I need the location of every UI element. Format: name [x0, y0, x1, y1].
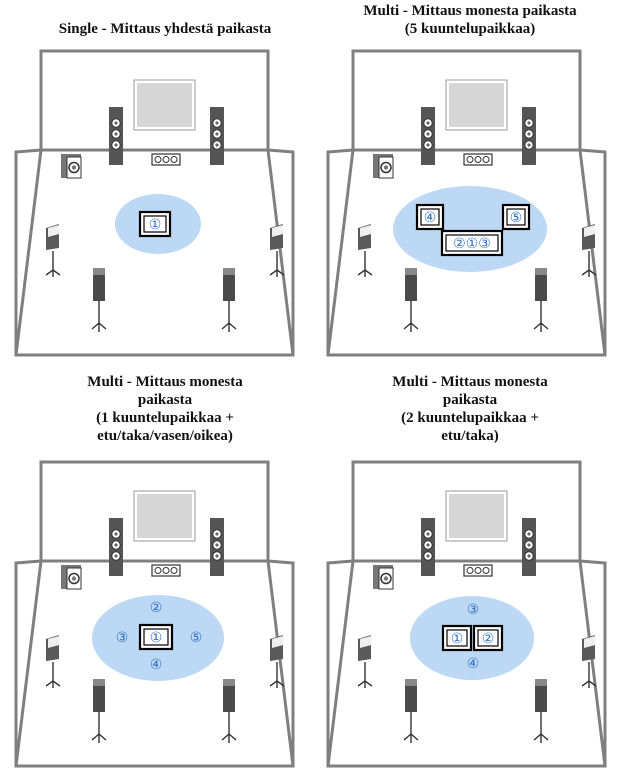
measurement-position-marker: ⑤ — [190, 630, 203, 646]
listening-position-chair: ④ — [415, 203, 445, 231]
floor-edge-left — [14, 560, 43, 767]
room-diagram-multi-5: ④ ⑤ ②①③ — [326, 47, 608, 357]
caption-multi-5: Multi - Mittaus monesta paikasta (5 kuun… — [320, 2, 620, 38]
position-number: ④ — [424, 210, 437, 226]
surround-back-speaker-icon — [221, 679, 237, 743]
position-number: ① — [150, 630, 163, 646]
measurement-position-marker: ③ — [116, 630, 129, 646]
floor-edge-left — [14, 149, 43, 356]
surround-back-speaker-icon — [91, 679, 107, 743]
tv-screen — [445, 79, 508, 131]
subwoofer-icon — [373, 154, 394, 179]
center-speaker-icon — [463, 153, 493, 166]
center-speaker-icon — [151, 153, 181, 166]
subwoofer-icon — [61, 565, 82, 590]
tv-screen — [133, 79, 196, 131]
floor-edge-left — [326, 149, 355, 356]
listening-position-chair: ②①③ — [440, 229, 504, 257]
caption-multi-2-plus: Multi - Mittaus monesta paikasta (2 kuun… — [320, 373, 620, 445]
tv-screen — [133, 490, 196, 542]
position-number: ② — [482, 631, 495, 647]
room-svg: ① ② ③ ⑤ ④ — [14, 460, 295, 768]
floor-edge-right — [578, 149, 607, 356]
caption-line: (5 kuuntelupaikkaa) — [404, 21, 536, 37]
caption-line: Multi - Mittaus monesta — [87, 374, 243, 390]
room-svg: ④ ⑤ ②①③ — [326, 49, 607, 357]
listening-position-chair: ① — [138, 210, 172, 238]
surround-speaker-icon — [269, 635, 285, 688]
position-number: ① — [149, 217, 162, 233]
caption-line: (1 kuuntelupaikkaa + — [96, 410, 234, 426]
front-tower-speaker — [109, 518, 123, 576]
front-tower-speaker — [522, 518, 536, 576]
surround-speaker-icon — [45, 224, 61, 277]
room-diagram-multi-1-plus: ① ② ③ ⑤ ④ — [14, 458, 296, 768]
front-tower-speaker — [421, 107, 435, 165]
room-diagram-single: ① — [14, 47, 296, 357]
subwoofer-icon — [373, 565, 394, 590]
floor-edge-left — [326, 560, 355, 767]
measurement-position-marker: ④ — [467, 656, 480, 672]
caption-line: Multi - Mittaus monesta — [392, 374, 548, 390]
center-speaker-icon — [151, 564, 181, 577]
position-number: ⑤ — [510, 210, 523, 226]
surround-speaker-icon — [45, 635, 61, 688]
floor-edge-right — [266, 149, 295, 356]
measurement-position-marker: ③ — [467, 602, 480, 618]
center-speaker-icon — [463, 564, 493, 577]
position-number: ②①③ — [453, 236, 491, 252]
measurement-position-marker: ④ — [150, 657, 163, 673]
front-tower-speaker — [522, 107, 536, 165]
caption-line: paikasta — [137, 392, 193, 408]
caption-single: Single - Mittaus yhdestä paikasta — [20, 20, 310, 38]
surround-back-speaker-icon — [91, 268, 107, 332]
room-svg: ① ②③ ④ — [326, 460, 607, 768]
caption-line: etu/taka) — [441, 428, 499, 444]
front-tower-speaker — [109, 107, 123, 165]
listening-position-chair: ⑤ — [501, 203, 531, 231]
caption-multi-1-plus: Multi - Mittaus monesta paikasta (1 kuun… — [20, 373, 310, 445]
subwoofer-icon — [61, 154, 82, 179]
caption-line: Single - Mittaus yhdestä paikasta — [58, 21, 272, 37]
surround-speaker-icon — [581, 224, 597, 277]
caption-line: etu/taka/vasen/oikea) — [97, 428, 233, 444]
surround-back-speaker-icon — [533, 268, 549, 332]
surround-back-speaker-icon — [403, 679, 419, 743]
measurement-position-marker: ② — [150, 600, 163, 616]
floor-edge-right — [266, 560, 295, 767]
surround-back-speaker-icon — [533, 679, 549, 743]
floor-edge-right — [578, 560, 607, 767]
tv-screen — [445, 490, 508, 542]
caption-line: Multi - Mittaus monesta paikasta — [363, 3, 577, 19]
surround-speaker-icon — [357, 224, 373, 277]
listening-position-chair: ① — [441, 624, 473, 652]
listening-position-chair: ② — [472, 624, 504, 652]
surround-speaker-icon — [269, 224, 285, 277]
surround-speaker-icon — [357, 635, 373, 688]
position-number: ① — [451, 631, 464, 647]
front-tower-speaker — [210, 107, 224, 165]
surround-back-speaker-icon — [221, 268, 237, 332]
surround-back-speaker-icon — [403, 268, 419, 332]
caption-line: (2 kuuntelupaikkaa + — [401, 410, 539, 426]
front-tower-speaker — [210, 518, 224, 576]
caption-line: paikasta — [442, 392, 498, 408]
listening-position-chair: ① — [138, 623, 174, 651]
surround-speaker-icon — [581, 635, 597, 688]
room-svg: ① — [14, 49, 295, 357]
front-tower-speaker — [421, 518, 435, 576]
